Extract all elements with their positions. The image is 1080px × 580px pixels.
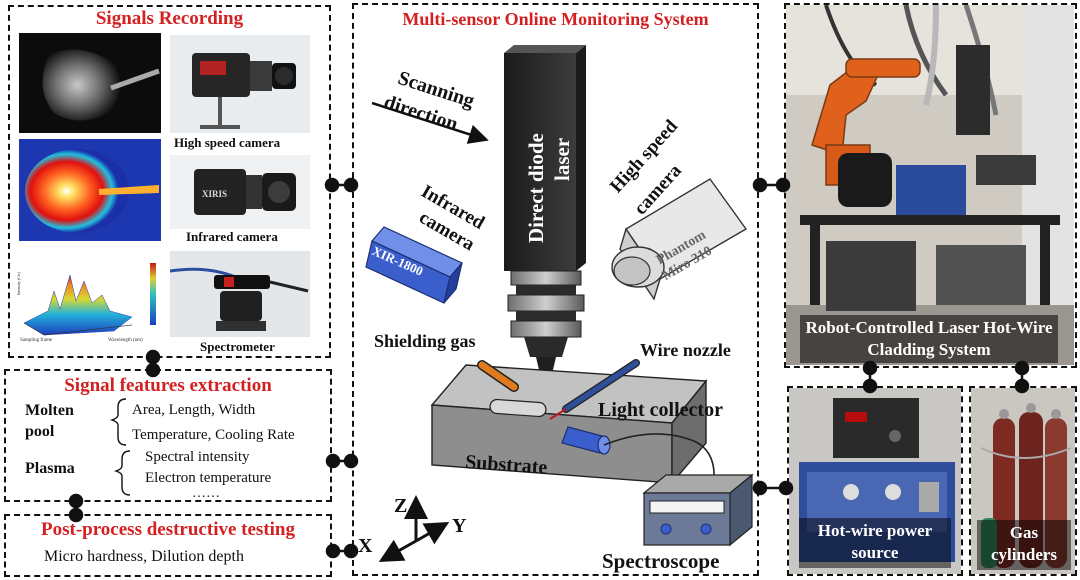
melt-pool-thermal-image (19, 139, 161, 241)
plot-z-axis-label: Wavelength (nm) (108, 338, 143, 343)
power-source-caption: Hot-wire power source (817, 521, 933, 562)
plasma-brace (113, 450, 131, 496)
infrared-camera-shape (365, 226, 463, 304)
direct-diode-laser (504, 45, 586, 418)
light-collector (561, 426, 611, 455)
spectrum-3d-plot: Intensity (Cts) Sampling frame Wavelengt… (14, 251, 164, 343)
high-speed-camera-shape (611, 178, 748, 301)
molten-pool-feature-2: Temperature, Cooling Rate (132, 427, 295, 443)
monitoring-system-title: Multi-sensor Online Monitoring System (402, 9, 709, 29)
molten-pool-brace (109, 398, 127, 446)
gas-cylinders-caption: Gas cylinders (990, 523, 1058, 564)
fiber-cable (603, 433, 715, 482)
axis-z-label: Z (394, 495, 408, 517)
axis-x-label: X (358, 535, 373, 557)
post-process-title: Post-process destructive testing (41, 519, 295, 540)
robot-system-caption: Robot-Controlled Laser Hot-Wire Cladding… (805, 318, 1053, 359)
molten-pool-feature-1: Area, Length, Width (132, 402, 256, 418)
feature-extraction-title: Signal features extraction (64, 375, 272, 396)
plasma-feature-ellipsis: …… (192, 486, 220, 501)
feature-braces (109, 398, 131, 496)
monitoring-system-panel: Multi-sensor Online Monitoring System (352, 3, 759, 576)
high-speed-camera-label: High speed camera (174, 135, 281, 150)
plot-x-axis-label: Sampling frame (20, 338, 53, 343)
plasma-feature-2: Electron temperature (145, 470, 272, 486)
power-caption-box (799, 518, 951, 568)
spectrometer-photo (170, 251, 310, 337)
signals-recording-title: Signals Recording (95, 8, 244, 29)
laser-label-line1: Direct diode (524, 133, 548, 243)
high-speed-camera-photo (170, 35, 310, 133)
infrared-camera-label: Infrared camera (186, 229, 278, 244)
plasma-feature-1: Spectral intensity (145, 449, 250, 465)
melt-pool-grayscale-image (19, 33, 161, 133)
xyz-axes (378, 495, 450, 562)
infrared-camera-photo: XIRIS (170, 155, 310, 229)
feature-extraction-panel: Signal features extraction Molten pool A… (4, 369, 332, 502)
scanning-direction-arrow (371, 101, 489, 144)
signals-recording-panel: Signals Recording High (8, 5, 331, 358)
axis-y-label: Y (452, 515, 467, 537)
monitoring-diagram (365, 45, 754, 562)
shielding-gas-label: Shielding gas (374, 331, 476, 351)
wire-nozzle-label: Wire nozzle (640, 340, 731, 360)
light-collector-label: Light collector (598, 399, 723, 421)
plot-y-axis-label: Intensity (Cts) (16, 271, 21, 295)
post-process-items: Micro hardness, Dilution depth (44, 548, 244, 565)
spectrometer-label: Spectrometer (200, 339, 275, 354)
molten-pool-label-line1: Molten (25, 402, 74, 419)
robot-system-panel: Robot-Controlled Laser Hot-Wire Cladding… (784, 3, 1077, 368)
gas-cylinders-panel: Gas cylinders (969, 386, 1077, 576)
post-process-panel: Post-process destructive testing Micro h… (4, 514, 332, 577)
spectroscope-label: Spectroscope (602, 549, 720, 573)
plasma-label: Plasma (25, 460, 75, 477)
gas-caption-box (977, 520, 1071, 570)
molten-pool-label-line2: pool (25, 423, 55, 440)
robot-caption-box (800, 315, 1058, 363)
xiris-logo-text: XIRIS (202, 189, 227, 199)
power-source-panel: Hot-wire power source (787, 386, 963, 576)
spectroscope-box (642, 473, 754, 547)
laser-label-line2: laser (550, 137, 574, 181)
robot-cell-photo (786, 5, 1074, 365)
